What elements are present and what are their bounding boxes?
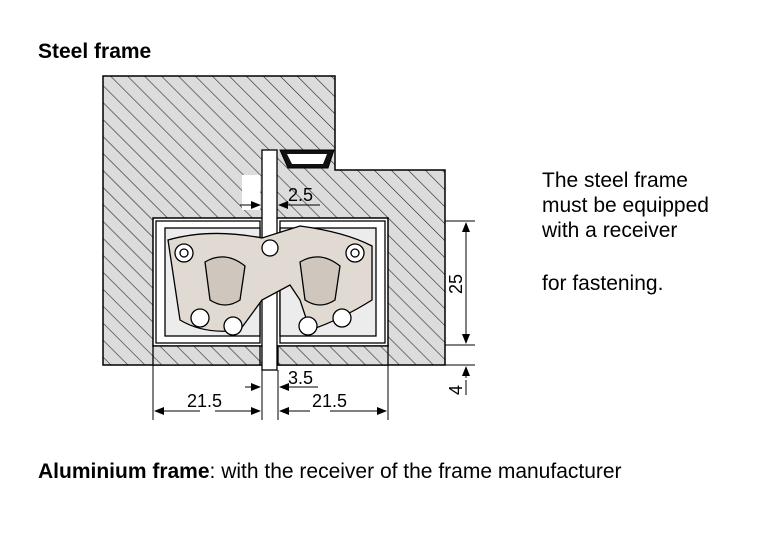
note-line-1: The steel frame [542, 169, 688, 192]
note-line-3: with a receiver [542, 219, 678, 242]
dimension-height [445, 220, 475, 346]
diagram-title: Steel frame [38, 40, 152, 63]
receiver-left [152, 345, 261, 366]
dimension-lip-label: 4 [446, 385, 466, 395]
dimension-left-width-label: 21.5 [187, 391, 222, 411]
dimension-gap-label: 2.5 [288, 185, 313, 205]
dimension-lip [445, 364, 475, 395]
footer-rest: with the receiver of the frame manufactu… [215, 460, 622, 483]
note-line-4: for fastening. [542, 272, 664, 295]
dimension-height-label: 25 [446, 274, 466, 294]
receiver-right [277, 345, 389, 366]
note-line-2: must be equipped [542, 194, 709, 217]
dimension-right-width-label: 21.5 [312, 391, 347, 411]
concealed-hinge [155, 220, 386, 344]
dimension-offset-label: 3.5 [288, 368, 313, 388]
footer-colon: : [209, 460, 216, 483]
footer-caption: Aluminium frame: with the receiver of th… [38, 460, 622, 484]
footer-bold: Aluminium frame [38, 460, 210, 483]
extension-lines [152, 365, 389, 420]
